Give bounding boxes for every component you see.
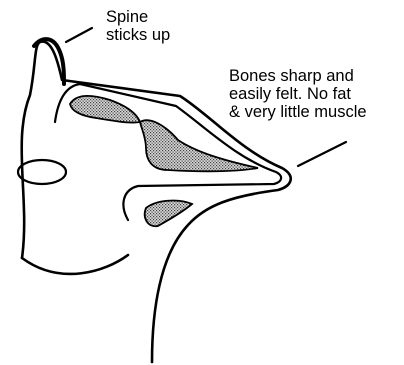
- bones-pointer-line: [298, 142, 346, 166]
- body-lower-edge: [22, 255, 128, 274]
- bones-label: Bones sharp and easily felt. No fat & ve…: [229, 67, 367, 121]
- bones-label-line-2: easily felt. No fat: [229, 85, 367, 103]
- spine-pointer-line: [66, 28, 92, 42]
- vertebral-body-oval: [18, 160, 66, 184]
- bone-transverse-upper: [140, 120, 258, 171]
- bone-spinous-process: [70, 96, 140, 123]
- spine-label: Spine sticks up: [106, 8, 170, 44]
- bones-label-line-1: Bones sharp and: [229, 67, 367, 85]
- bone-lower-process: [145, 201, 192, 227]
- bones-label-line-3: & very little muscle: [229, 103, 367, 121]
- spine-label-line-1: Spine: [106, 8, 170, 26]
- spine-label-line-2: sticks up: [106, 26, 170, 44]
